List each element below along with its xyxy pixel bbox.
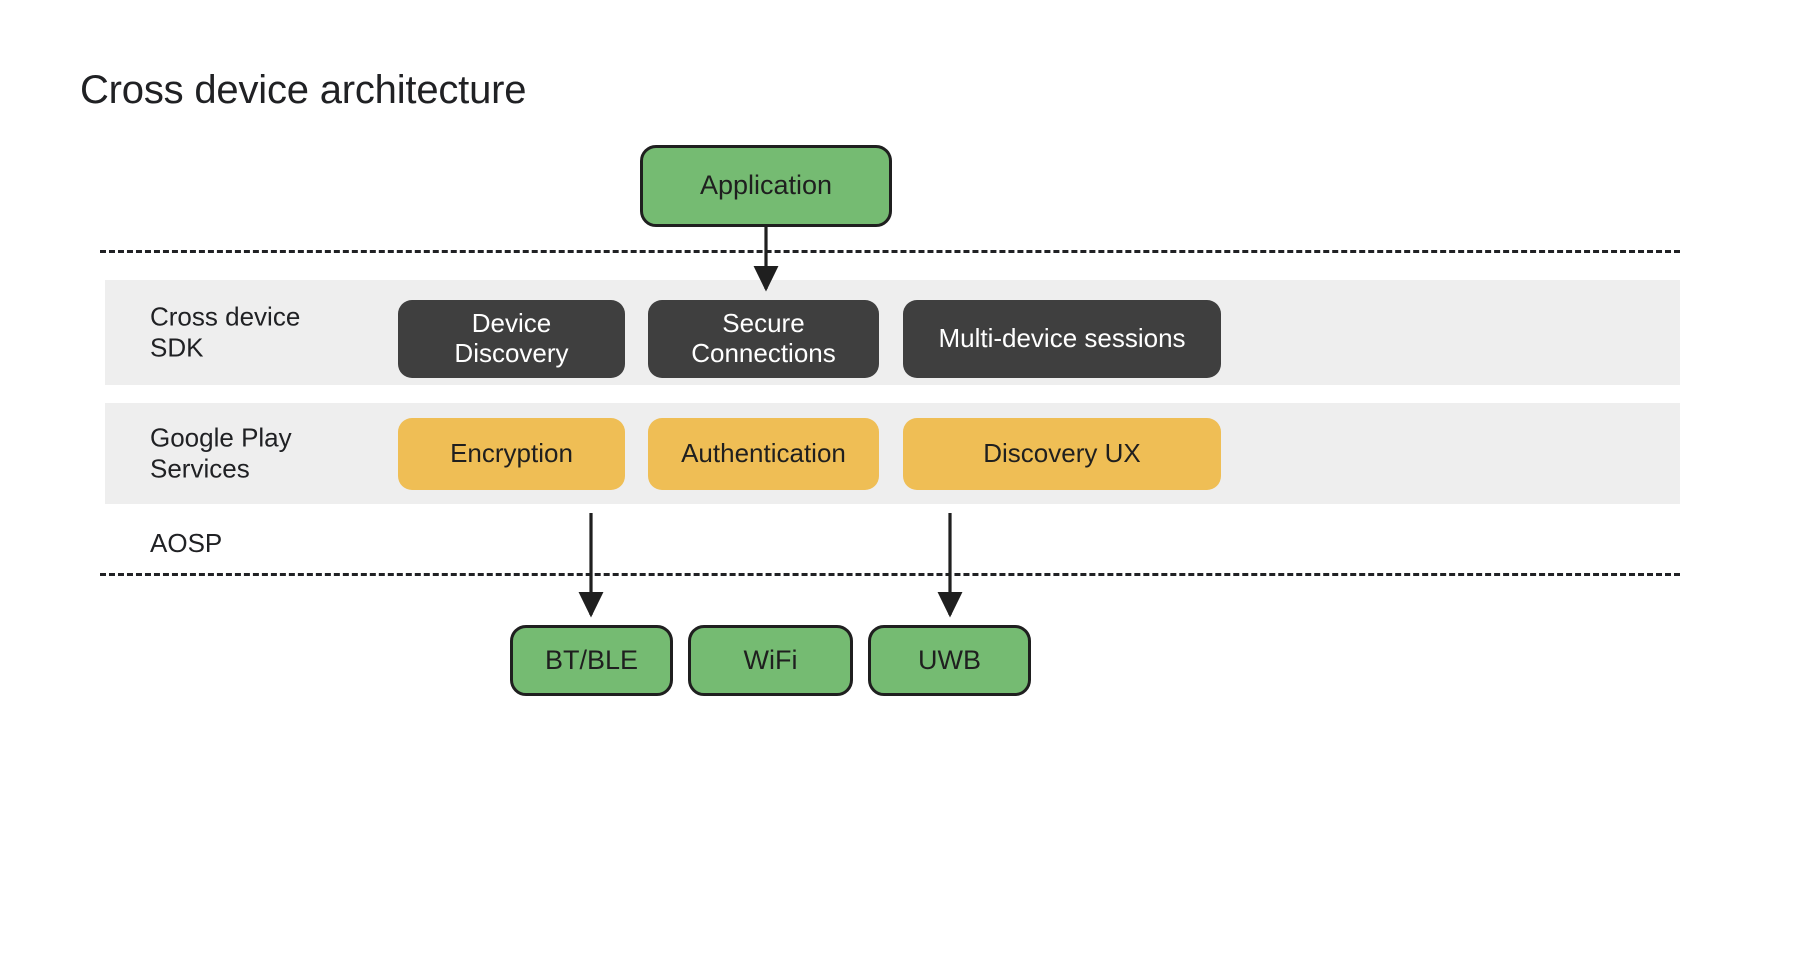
layer-band-google-play-services: Google Play Services: [105, 403, 1680, 504]
node-multi-device-sessions[interactable]: Multi-device sessions: [903, 300, 1221, 378]
node-secure-connections[interactable]: Secure Connections: [648, 300, 879, 378]
node-wifi[interactable]: WiFi: [688, 625, 853, 696]
node-application[interactable]: Application: [640, 145, 892, 227]
node-discovery-ux[interactable]: Discovery UX: [903, 418, 1221, 490]
layer-band-cross-device-sdk: Cross device SDK: [105, 280, 1680, 385]
dashed-divider-bottom: [100, 573, 1680, 576]
node-bt-ble[interactable]: BT/BLE: [510, 625, 673, 696]
node-authentication[interactable]: Authentication: [648, 418, 879, 490]
layer-label-google-play-services: Google Play Services: [150, 421, 292, 484]
page-title: Cross device architecture: [80, 68, 527, 112]
node-device-discovery[interactable]: Device Discovery: [398, 300, 625, 378]
layer-label-cross-device-sdk: Cross device SDK: [150, 300, 301, 363]
node-encryption[interactable]: Encryption: [398, 418, 625, 490]
node-uwb[interactable]: UWB: [868, 625, 1031, 696]
layer-label-aosp: AOSP: [150, 528, 223, 558]
dashed-divider-top: [100, 250, 1680, 253]
